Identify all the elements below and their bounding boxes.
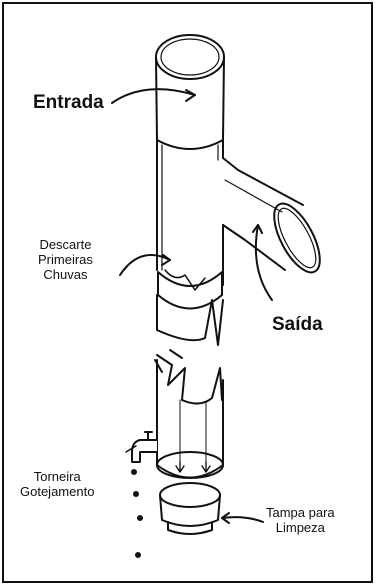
inlet-opening (156, 35, 224, 79)
arrow-entrada (112, 89, 195, 103)
cleaning-cap (160, 483, 220, 507)
tap (132, 440, 157, 462)
pipe-break-lower (157, 355, 222, 404)
label-tampa: Tampa para Limpeza (266, 506, 335, 536)
label-entrada: Entrada (33, 92, 104, 114)
outlet-opening (265, 197, 329, 279)
lower-pipe (157, 360, 223, 478)
arrow-saida (256, 225, 272, 300)
label-torneira: Torneira Gotejamento (20, 470, 94, 500)
label-descarte: Descarte Primeiras Chuvas (38, 238, 93, 283)
label-saida: Saída (272, 314, 323, 336)
